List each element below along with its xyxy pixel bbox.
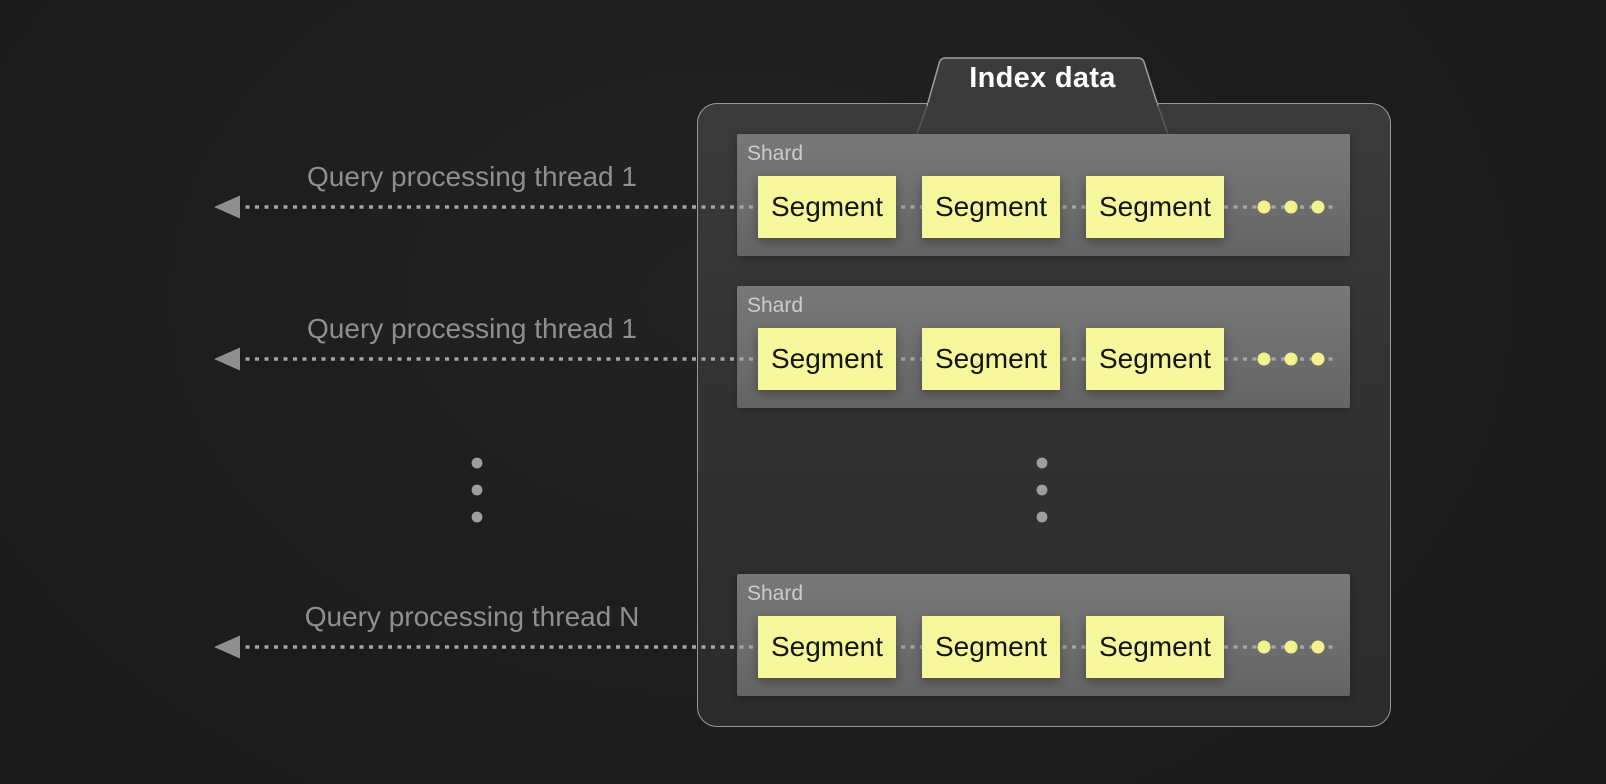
- arrow-head-icon: [214, 347, 240, 371]
- shard-label: Shard: [747, 582, 804, 605]
- more-segments-dots-icon: [1257, 640, 1325, 654]
- tab-base-cover: [928, 103, 1157, 107]
- more-segments-dots-icon: [1257, 352, 1325, 366]
- segment-box: Segment: [1086, 616, 1224, 678]
- more-segments-dots-icon: [1257, 200, 1325, 214]
- segment-box: Segment: [922, 176, 1060, 238]
- vertical-ellipsis-icon-left: [471, 457, 483, 523]
- query-thread-label-1: Query processing thread 1: [307, 161, 637, 192]
- segment-box: Segment: [758, 176, 896, 238]
- segment-box: Segment: [1086, 176, 1224, 238]
- segment-box: Segment: [922, 616, 1060, 678]
- arrow-head-icon: [214, 635, 240, 659]
- shard-label: Shard: [747, 294, 804, 317]
- segment-box: Segment: [758, 328, 896, 390]
- query-thread-label-2: Query processing thread 1: [307, 313, 637, 344]
- tab-fade-right-line: [1157, 105, 1169, 135]
- segment-box: Segment: [922, 328, 1060, 390]
- shard-label: Shard: [747, 142, 804, 165]
- tab-fade-left-line: [916, 105, 928, 135]
- vertical-ellipsis-icon-middle: [1036, 457, 1048, 523]
- segment-box: Segment: [1086, 328, 1224, 390]
- segment-box: Segment: [758, 616, 896, 678]
- tab-trapezoid: [926, 57, 1159, 107]
- index-data-title: Index data: [969, 62, 1116, 94]
- index-data-tab: [916, 57, 1169, 135]
- arrow-head-icon: [214, 195, 240, 219]
- query-thread-label-3: Query processing thread N: [304, 601, 640, 632]
